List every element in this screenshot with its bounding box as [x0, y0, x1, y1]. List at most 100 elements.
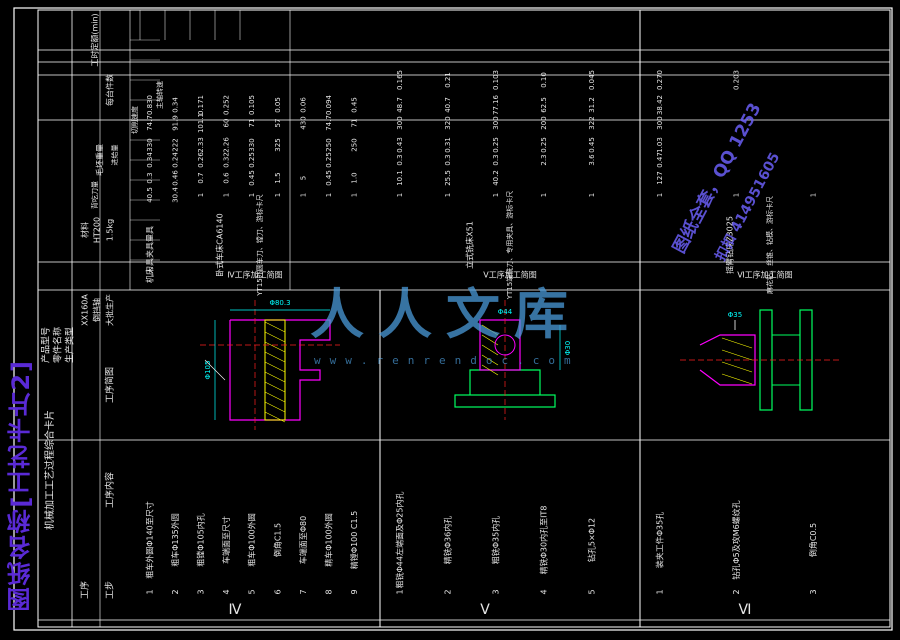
- colhead-speed: 切削速度: [130, 106, 139, 134]
- step-param-1-1-3: 0.31: [444, 137, 452, 153]
- hatch-iv-8: [264, 401, 286, 413]
- step-content-0-3: 车端面至尺寸: [221, 516, 231, 564]
- header-weight-value: 1.5kg: [106, 219, 115, 241]
- step-param-1-1-5: 40.7: [444, 97, 452, 113]
- step-content-0-4: 粗车Φ100外圆: [247, 513, 257, 567]
- step-param-0-4-3: 330: [248, 138, 256, 151]
- step-number-1-0: 1: [396, 589, 405, 594]
- dimension-note-v-1: Φ30: [564, 341, 572, 355]
- step-number-1-1: 2: [444, 589, 453, 594]
- dimension-note-iv-2: Φ105: [204, 361, 212, 380]
- step-param-0-8-3: 250: [350, 138, 358, 151]
- step-param-1-1-2: 0.3: [444, 154, 452, 165]
- hatch-v-2: [481, 344, 499, 356]
- step-param-0-2-3: 2.33: [197, 137, 205, 153]
- step-param-0-4-1: 0.45: [248, 170, 256, 186]
- step-param-1-3-0: 1: [540, 193, 548, 197]
- step-number-2-0: 1: [656, 589, 665, 594]
- step-param-0-0-4: 74.7: [146, 115, 154, 131]
- step-content-0-6: 车端面至Φ80: [298, 516, 308, 564]
- step-param-2-0-5: 38.42: [656, 95, 664, 115]
- section-roman-0: Ⅳ: [229, 602, 242, 618]
- step-param-0-0-2: 0.34: [146, 152, 154, 168]
- step-param-1-3-5: 62.5: [540, 97, 548, 113]
- step-param-0-1-1: 0.46: [172, 170, 180, 186]
- step-param-1-0-6: 0.165: [396, 70, 404, 90]
- drawing-name-vertical: 图纸名称[工艺卡片2]: [0, 340, 40, 630]
- step-number-0-5: 6: [273, 589, 282, 594]
- step-param-1-0-5: 48.7: [396, 97, 404, 113]
- section-tools-0: YT15外圆车刀、镗刀、游标卡尺: [255, 194, 264, 296]
- step-param-0-1-3: 222: [172, 138, 180, 151]
- step-number-1-4: 5: [588, 589, 597, 594]
- step-param-0-2-2: 0.26: [197, 152, 205, 168]
- step-param-0-7-3: 250: [325, 138, 333, 151]
- step-param-2-0-3: 1.03: [656, 137, 664, 153]
- step-param-0-3-1: 0.6: [223, 172, 231, 184]
- step-param-0-0-5: 0.830: [146, 95, 154, 115]
- step-param-1-2-0: 1: [492, 193, 500, 197]
- step-param-1-4-2: 3.6: [588, 154, 596, 166]
- step-param-2-1-6: 0.203: [733, 70, 741, 90]
- header-total: 每台件数: [105, 74, 115, 106]
- tool-arrow-iv: [204, 359, 226, 381]
- section-tools-2: 麻花钻、丝锥、钻模、游标卡尺: [765, 196, 774, 294]
- step-param-1-4-4: 322: [588, 116, 596, 129]
- step-param-0-0-3: 330: [146, 138, 154, 151]
- step-param-0-8-0: 1: [350, 193, 358, 197]
- hatch-iv-7: [264, 391, 286, 403]
- step-param-0-5-0: 1: [274, 193, 282, 197]
- step-content-0-2: 粗镗Φ105内孔: [196, 513, 206, 567]
- step-param-1-0-1: 10.1: [396, 170, 404, 186]
- step-param-0-5-5: 0.05: [274, 97, 282, 113]
- step-param-0-2-5: 0.171: [197, 95, 205, 115]
- section-machine-0: 卧式车床CA6140: [215, 213, 225, 276]
- step-param-2-0-0: 1: [656, 193, 664, 197]
- step-param-1-1-6: 0.21: [444, 72, 452, 88]
- hatch-v-0: [481, 324, 499, 336]
- step-param-0-1-0: 30.4: [172, 187, 180, 203]
- step-param-1-4-0: 1: [588, 193, 596, 197]
- step-param-0-6-0: 1: [299, 193, 307, 197]
- step-param-1-1-1: 25.5: [444, 170, 452, 186]
- step-param-1-0-0: 1: [396, 193, 404, 197]
- header-material: 材料: [80, 222, 90, 238]
- step-param-0-3-3: 2.26: [223, 137, 231, 153]
- step-param-0-1-5: 0.34: [172, 97, 180, 113]
- step-param-1-4-6: 0.045: [588, 70, 596, 90]
- step-param-0-1-2: 0.24: [172, 152, 180, 168]
- part-outline-v: [479, 319, 521, 371]
- hatch-iv-3: [264, 351, 286, 363]
- step-param-0-7-4: 74.7: [325, 115, 333, 131]
- step-param-1-2-4: 300: [492, 116, 500, 129]
- step-param-0-4-5: 0.105: [248, 95, 256, 115]
- step-param-0-3-2: 0.32: [223, 152, 231, 168]
- hatch-iv-1: [264, 331, 286, 343]
- colhead-feed: 进给量: [110, 145, 119, 166]
- step-content-1-4: 钻孔5×Φ12: [587, 518, 597, 562]
- step-param-0-8-4: 71: [350, 119, 358, 128]
- step-content-2-0: 装夹工件Φ35孔: [655, 512, 665, 568]
- hatch-iv-6: [264, 381, 286, 393]
- step-number-2-1: 2: [732, 589, 741, 594]
- step-param-2-0-2: 0.47: [656, 152, 664, 168]
- step-param-0-5-4: 57: [274, 119, 282, 128]
- colhead-spindle: 主轴转速: [155, 81, 164, 109]
- step-param-1-3-2: 2.3: [540, 154, 548, 165]
- step-content-0-7: 精车Φ100外圆: [323, 513, 333, 567]
- colhead-sketch: 工序简图: [104, 367, 116, 403]
- sketch-title-2: Ⅵ工序加工简图: [737, 270, 792, 280]
- step-param-1-1-4: 320: [444, 116, 452, 129]
- header-production-type: 生产类型: [64, 327, 76, 363]
- step-param-0-7-1: 0.45: [325, 170, 333, 186]
- step-param-1-2-3: 0.25: [492, 137, 500, 153]
- hatch-vi-1: [721, 349, 753, 361]
- step-param-1-0-4: 300: [396, 116, 404, 129]
- step-param-0-3-5: 0.252: [223, 95, 231, 115]
- step-number-0-7: 8: [324, 589, 333, 594]
- colhead-machine: 机床: [145, 267, 155, 283]
- step-param-0-5-1: 1.5: [274, 172, 282, 183]
